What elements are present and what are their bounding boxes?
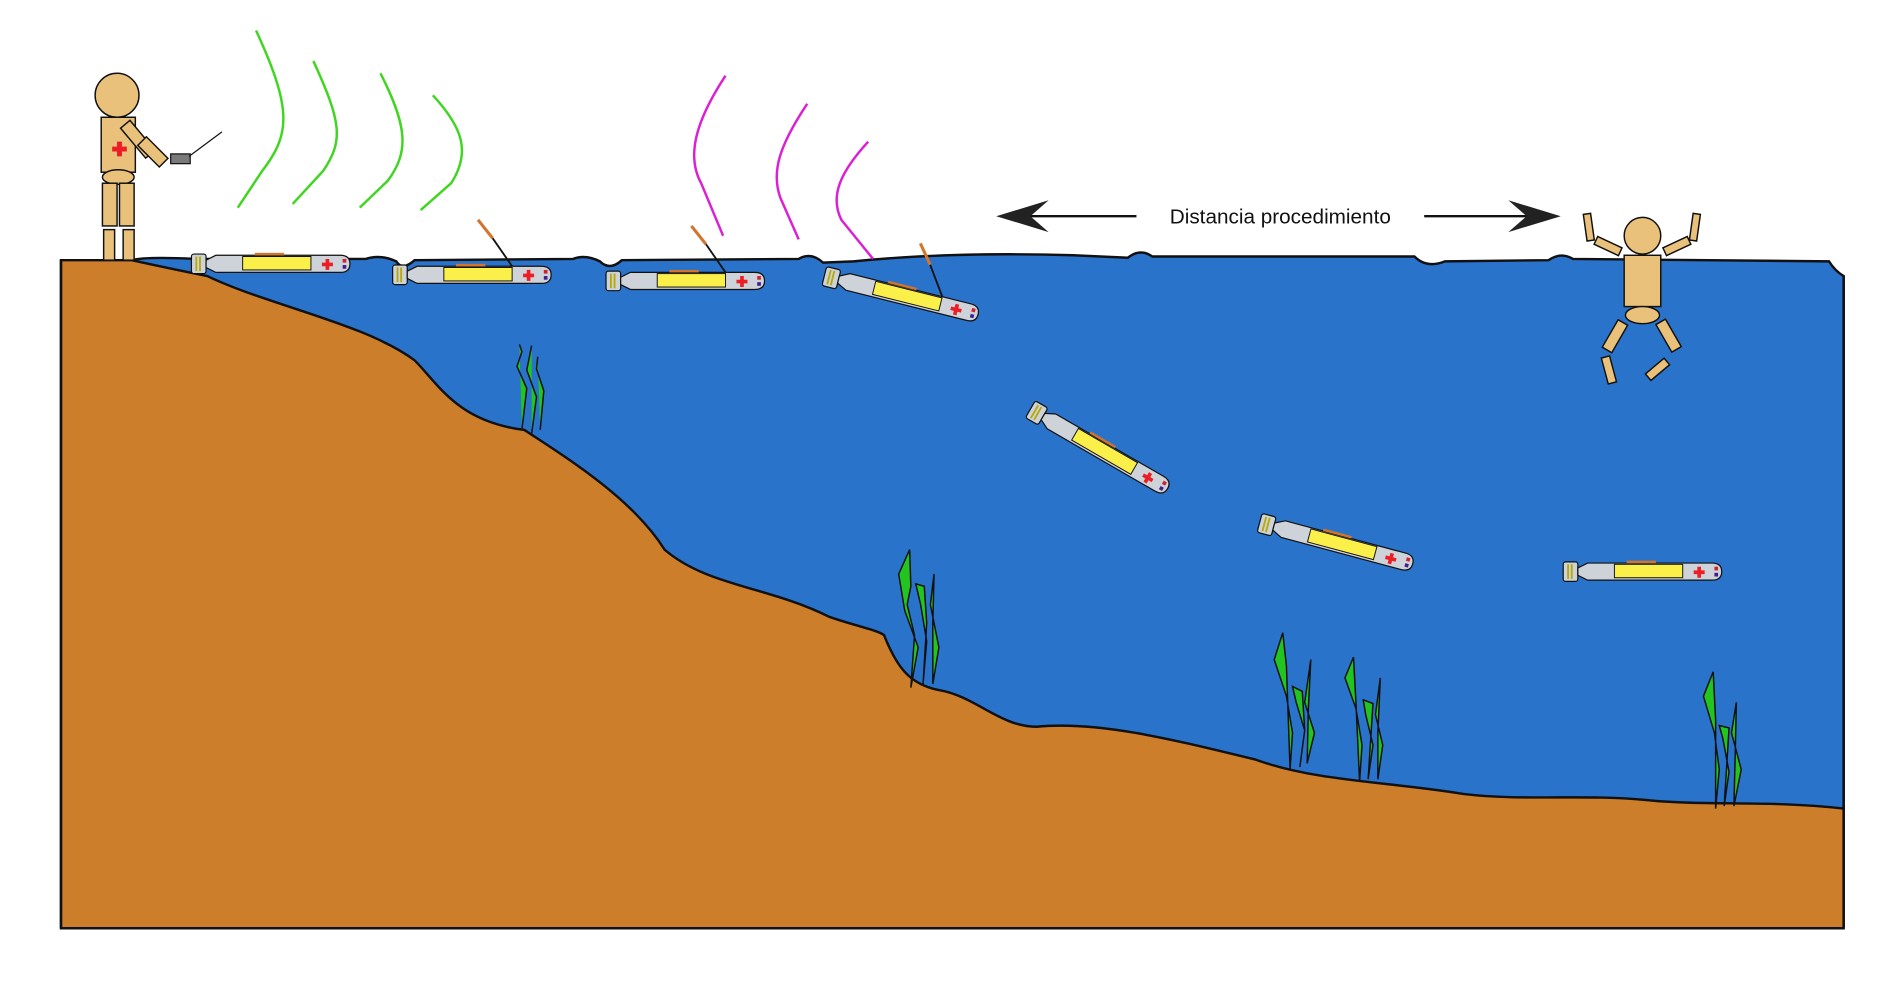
drone-tail [392,264,408,286]
victim-leg [1644,357,1671,382]
operator-figure [94,72,223,261]
rescue-drone [821,242,980,322]
victim-leg [1601,318,1629,354]
red-cross-icon [1693,566,1705,578]
drone-payload [242,256,312,271]
drones [190,218,1723,583]
rescue-drone [605,225,766,292]
red-cross-icon [736,276,748,288]
rescue-drone [392,218,552,286]
controller-signal-waves [236,30,464,211]
rescue-drone [1562,560,1723,583]
red-cross-icon [1142,472,1154,484]
operator-leg [102,228,116,261]
operator-leg [118,182,135,227]
drone-payload [1070,427,1139,475]
red-cross-icon [950,303,962,316]
controller-antenna [188,131,223,157]
rescue-drone [1025,400,1170,494]
drone-antenna [491,237,513,267]
victim-hips [1624,305,1661,325]
victim-head [1623,216,1662,255]
red-cross-icon [321,258,333,270]
drone-payload [1613,563,1684,579]
drone-payload [656,273,727,288]
drone-tail [605,270,622,292]
rescue-drone [190,252,351,275]
seaweed-clump [897,549,940,688]
rescue-drone [1257,513,1414,571]
drone-antenna [705,243,727,273]
victim-leg [1600,354,1618,385]
seaweed-clump [1344,656,1384,782]
operator-hips [101,169,135,186]
victim-torso [1623,254,1662,308]
arrow-right-icon [1508,200,1561,233]
operator-leg [101,182,118,227]
red-cross-icon [1384,552,1397,565]
drone-tail [190,253,207,275]
seaweed-clump [516,344,545,434]
seaweed-clump [1273,632,1316,770]
drone-payload [1306,528,1378,561]
drone-tail [1562,561,1579,583]
red-cross-icon [112,141,127,157]
victim-figure [1582,212,1702,385]
victim-leg [1654,318,1683,354]
victim-arm [1593,235,1624,257]
drone-payload [871,280,943,312]
distance-indicator: Distancia procedimiento [996,200,1561,233]
drone-antenna [929,264,944,298]
arrow-left-icon [996,200,1049,233]
victim-arm [1582,212,1596,242]
distance-label: Distancia procedimiento [1170,206,1391,229]
victim-arm [1688,212,1702,242]
operator-leg [122,228,135,261]
seabed [59,258,1845,930]
remote-controller-icon [170,153,191,165]
drone-payload [443,267,513,282]
operator-arm [136,135,169,169]
red-cross-icon [523,269,535,281]
operator-head [94,72,140,118]
drone-signal-waves [692,75,875,260]
victim-arm [1661,235,1692,257]
seaweed-clump [1702,671,1742,809]
